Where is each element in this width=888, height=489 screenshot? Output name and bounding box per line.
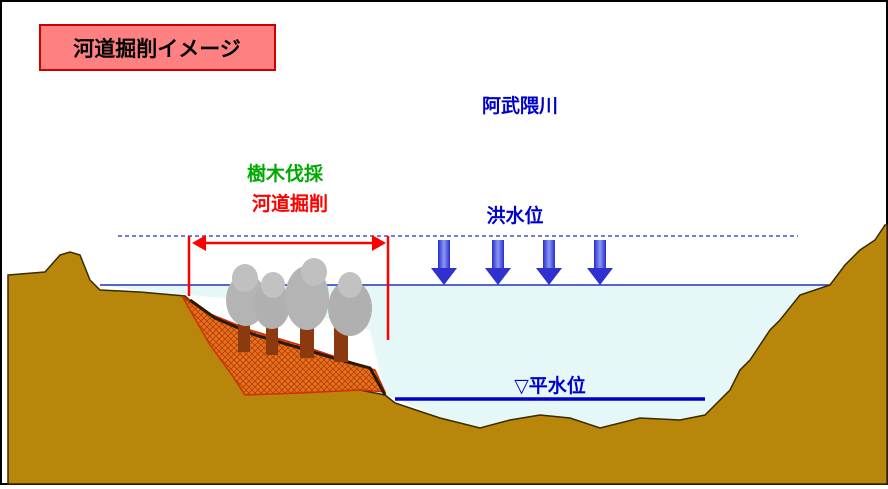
- river-water: [100, 285, 830, 428]
- tree-icon: [254, 272, 290, 355]
- tree-icon: [285, 258, 329, 358]
- down-arrow-icon: [485, 240, 511, 285]
- river-name-label: 阿武隈川: [482, 95, 558, 117]
- excavation-label: 河道掘削: [252, 192, 328, 215]
- trees: [226, 258, 372, 362]
- flood-arrows: [431, 240, 613, 285]
- work-extent-bracket: [187, 235, 390, 340]
- down-arrow-icon: [587, 240, 613, 285]
- diagram-title: 河道掘削イメージ: [73, 37, 241, 61]
- tree-felling-label: 樹木伐採: [247, 162, 324, 185]
- tree-icon: [328, 272, 372, 362]
- normal-level-label: ▽平水位: [514, 374, 586, 397]
- down-arrow-icon: [536, 240, 562, 285]
- flood-level-label: 洪水位: [486, 204, 543, 227]
- riverbank-ground: [7, 224, 888, 485]
- title-box: [39, 24, 276, 71]
- down-arrow-icon: [431, 240, 457, 285]
